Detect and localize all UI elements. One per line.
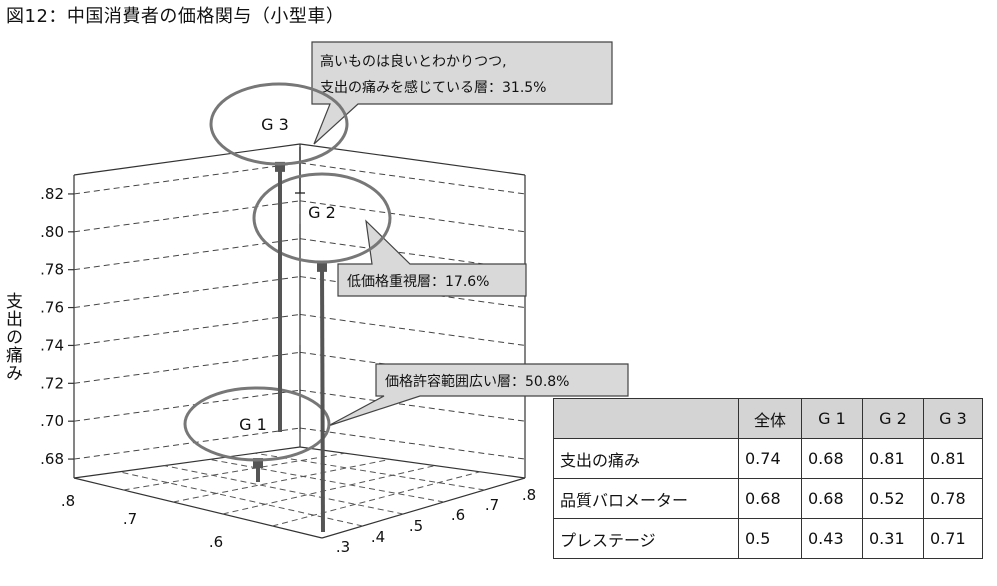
table-cell: 0.43 xyxy=(801,518,863,559)
right-axis-tick-label: .5 xyxy=(409,517,423,535)
table-row: 品質バロメーター 0.68 0.68 0.52 0.78 xyxy=(553,478,983,519)
frame-floor-front-left xyxy=(73,477,323,539)
group-marker: G 1 xyxy=(183,386,331,482)
gridline-left-wall xyxy=(73,427,301,460)
group-label: G 3 xyxy=(261,115,289,134)
table-cell: 0.52 xyxy=(862,478,924,519)
group-point xyxy=(253,458,263,469)
group-label: G 2 xyxy=(308,203,336,222)
z-tick-label: .82 xyxy=(40,185,64,203)
table-row: プレステージ 0.5 0.43 0.31 0.71 xyxy=(553,518,983,559)
group-marker: G 2 xyxy=(252,172,392,533)
right-axis-tick-label: .8 xyxy=(522,486,536,504)
table-header-cell: 全体 xyxy=(738,398,802,439)
z-tick-label: .78 xyxy=(40,261,64,279)
table-cell: 0.74 xyxy=(738,438,802,479)
z-tick-label: .68 xyxy=(40,450,64,468)
z-tick-label: .70 xyxy=(40,412,64,430)
gridline-right-wall xyxy=(299,200,526,233)
z-tick-label: .72 xyxy=(40,374,64,392)
table-header-cell: G 2 xyxy=(862,398,924,439)
floor-gridline xyxy=(123,452,346,491)
left-axis-tick-label: .6 xyxy=(209,533,223,551)
gridline-left-wall xyxy=(73,276,301,309)
frame-floor-back-left xyxy=(73,446,301,479)
gridline-right-wall xyxy=(299,162,526,195)
table-header-cell: G 3 xyxy=(923,398,983,439)
callout-g1: 価格許容範囲広い層：50.8% xyxy=(327,363,629,427)
frame-top-right xyxy=(299,143,526,176)
left-axis-tick-label: .7 xyxy=(123,510,137,528)
table-corner xyxy=(553,398,739,439)
table-cell: 0.81 xyxy=(923,438,983,479)
z-tick-label: .74 xyxy=(40,336,64,354)
floor-gridline xyxy=(222,465,436,515)
right-axis-tick-label: .3 xyxy=(336,538,350,556)
group-label: G 1 xyxy=(239,415,267,434)
table-cell: 0.78 xyxy=(923,478,983,519)
z-tick-label: .80 xyxy=(40,223,64,241)
frame-top-left xyxy=(73,143,301,176)
group-ellipse xyxy=(252,172,392,264)
range-markers xyxy=(295,147,305,432)
right-axis-tick-label: .4 xyxy=(371,528,385,546)
gridline-right-wall xyxy=(299,389,526,422)
table-cell: 0.68 xyxy=(801,478,863,519)
callout-g2-text: 低価格重視層：17.6% xyxy=(347,274,489,290)
callout-g3-line1: 高いものは良いとわかりつつ, xyxy=(320,53,507,70)
gridline-left-wall xyxy=(73,200,301,233)
frame-floor-back-right xyxy=(299,446,526,479)
gridline-left-wall xyxy=(73,389,301,422)
chart-title: 図12：中国消費者の価格関与（小型車） xyxy=(6,6,345,27)
table-cell: 0.68 xyxy=(801,438,863,479)
table-row-label: 支出の痛み xyxy=(553,438,739,479)
gridline-left-wall xyxy=(73,238,301,271)
gridline-left-wall xyxy=(73,162,301,195)
callout-g3-line2: 支出の痛みを感じている層：31.5% xyxy=(320,79,546,96)
floor-gridline xyxy=(173,458,391,503)
table-row-label: 品質バロメーター xyxy=(553,478,739,519)
z-tick-label: .76 xyxy=(40,299,64,317)
group-point xyxy=(275,161,285,172)
table-row: 支出の痛み 0.74 0.68 0.81 0.81 xyxy=(553,438,983,479)
table-cell: 0.5 xyxy=(738,518,802,559)
table-cell: 0.71 xyxy=(923,518,983,559)
gridline-left-wall xyxy=(73,351,301,384)
right-axis-tick-label: .6 xyxy=(451,506,465,524)
gridline-right-wall xyxy=(299,427,526,460)
gridline-right-wall xyxy=(299,238,526,271)
floor-gridline xyxy=(164,465,404,515)
table-header-row: 全体 G 1 G 2 G 3 xyxy=(553,398,983,439)
gridline-right-wall xyxy=(299,313,526,346)
callout-g3: 高いものは良いとわかりつつ, 支出の痛みを感じている層：31.5% xyxy=(311,41,613,145)
summary-table: 全体 G 1 G 2 G 3 支出の痛み 0.74 0.68 0.81 0.81… xyxy=(553,398,983,559)
table-cell: 0.81 xyxy=(862,438,924,479)
frame-floor-front-right xyxy=(321,477,526,539)
callout-g2: 低価格重視層：17.6% xyxy=(337,219,527,297)
gridline-left-wall xyxy=(73,313,301,346)
table-row-label: プレステージ xyxy=(553,518,739,559)
floor-gridline xyxy=(209,458,444,503)
group-ellipse xyxy=(183,386,331,462)
table-header-cell: G 1 xyxy=(801,398,863,439)
callout-g1-text: 価格許容範囲広い層：50.8% xyxy=(385,373,569,390)
group-ellipse xyxy=(209,82,349,166)
z-axis-label: 支出の痛み xyxy=(2,292,22,382)
table-cell: 0.31 xyxy=(862,518,924,559)
group-stem xyxy=(320,266,325,533)
group-marker: G 3 xyxy=(209,82,349,432)
table-cell: 0.68 xyxy=(738,478,802,519)
floor-gridline xyxy=(254,452,485,491)
floor-gridline xyxy=(272,471,481,527)
group-point xyxy=(317,261,327,272)
right-axis-tick-label: .7 xyxy=(485,496,499,514)
left-axis-tick-label: .8 xyxy=(61,492,75,510)
